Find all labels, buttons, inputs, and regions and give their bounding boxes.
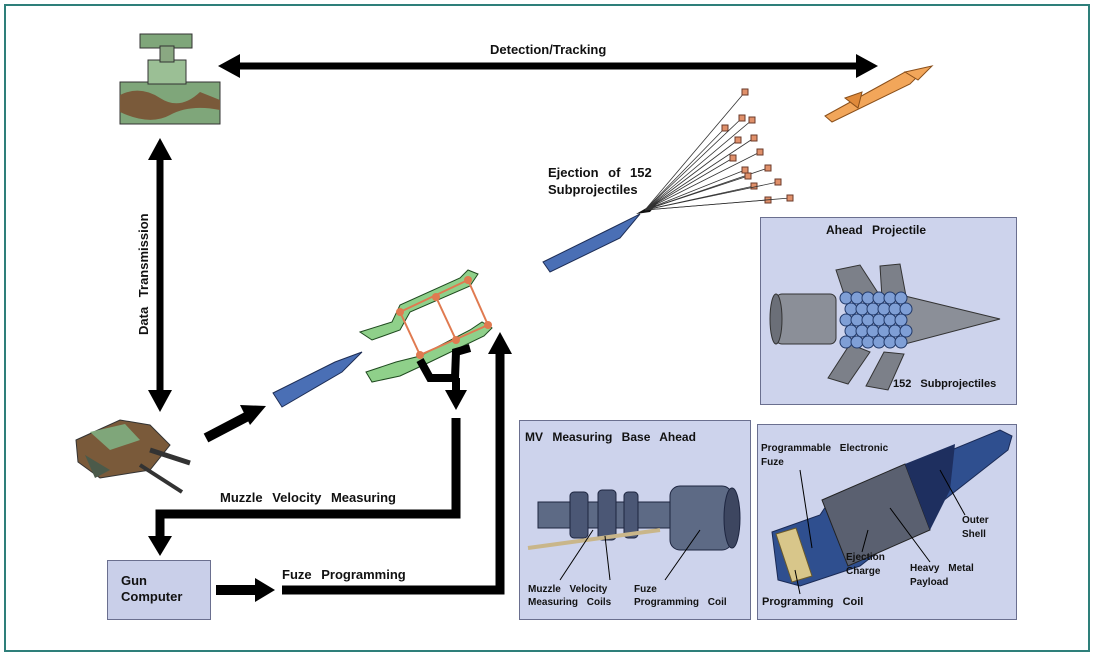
fan-line: [644, 127, 726, 211]
mv-measuring-title: MV Measuring Base Ahead: [525, 430, 696, 444]
cutaway-fuze-line2: Fuze: [761, 457, 784, 468]
ahead-projectile-title: Ahead Projectile: [826, 223, 927, 237]
subprojectile-ball: [899, 302, 913, 316]
subprojectile-marker: [756, 148, 764, 156]
detection-tracking-label: Detection/Tracking: [490, 42, 607, 57]
mv-fuze-coil-line2: Programming Coil: [634, 597, 727, 608]
muzzle-device-icon: [358, 269, 493, 383]
gun-computer-line1: Gun: [121, 573, 147, 588]
subprojectile-marker: [748, 116, 756, 124]
gun-turret-icon: [75, 419, 191, 494]
fuze-programming-path: [216, 332, 512, 602]
gun-computer-line2: Computer: [121, 589, 183, 604]
cutaway-shell-drawing: [771, 429, 1013, 595]
fan-line: [644, 137, 755, 211]
cutaway-panel: [757, 424, 1017, 620]
missile-icon: [824, 65, 934, 123]
subprojectile-marker: [750, 134, 758, 142]
cutaway-shell-line1: Outer: [962, 515, 989, 526]
mv-fuze-coil-line1: Fuze: [634, 584, 657, 595]
muzzle-velocity-label: Muzzle Velocity Measuring: [220, 490, 396, 505]
cutaway-ejection-line1: Ejection: [846, 552, 885, 563]
subprojectile-marker: [741, 88, 749, 96]
projectile-icon: [272, 351, 363, 408]
mv-coils-line2: Measuring Coils: [528, 597, 612, 608]
mv-measuring-panel: [519, 420, 751, 620]
subprojectile-marker: [741, 166, 749, 174]
subprojectile-marker: [764, 164, 772, 172]
muzzle-velocity-path: [148, 418, 461, 556]
fan-line: [644, 151, 761, 211]
data-transmission-label: Data Transmission: [136, 213, 151, 335]
gun-computer-box: Gun Computer: [107, 560, 211, 620]
fan-line: [644, 181, 779, 211]
diagram-frame: [4, 4, 1090, 652]
fan-line: [644, 117, 743, 211]
data-transmission-arrow: [148, 138, 172, 412]
fan-line: [644, 139, 739, 211]
ejection-label-line2: Subprojectiles: [548, 182, 638, 197]
fan-line: [644, 175, 749, 211]
detection-tracking-arrow: [218, 54, 878, 78]
subprojectile-ball: [894, 313, 908, 327]
fan-line: [644, 169, 746, 211]
subprojectile-ball: [894, 291, 908, 305]
cutaway-fuze-line1: Programmable Electronic: [761, 443, 889, 454]
mv-base-drawing: [527, 485, 741, 581]
subprojectile-marker: [734, 136, 742, 144]
subprojectile-ball: [899, 324, 913, 338]
cutaway-ejection-line2: Charge: [846, 566, 881, 577]
subprojectile-marker: [721, 124, 729, 132]
subprojectile-fan: [644, 88, 794, 211]
subprojectile-marker: [750, 182, 758, 190]
radar-icon: [119, 33, 221, 125]
cutaway-payload-line1: Heavy Metal: [910, 563, 974, 574]
cutaway-programming-coil: Programming Coil: [762, 596, 864, 608]
subprojectile-cluster: [839, 291, 913, 349]
mv-coils-line1: Muzzle Velocity: [528, 584, 608, 595]
cutaway-shell-line2: Shell: [962, 529, 986, 540]
cutaway-payload-line2: Payload: [910, 577, 949, 588]
subprojectile-marker: [729, 154, 737, 162]
subprojectile-ball: [894, 335, 908, 349]
fan-line: [644, 197, 791, 211]
subprojectile-marker: [786, 194, 794, 202]
subprojectile-marker: [774, 178, 782, 186]
ejection-label-line1: Ejection of 152: [548, 165, 652, 180]
fan-line: [644, 119, 753, 211]
subprojectile-marker: [738, 114, 746, 122]
subprojectile-marker: [744, 172, 752, 180]
fan-line: [644, 157, 734, 211]
subprojectiles-label: 152 Subprojectiles: [893, 378, 997, 390]
ahead-projectile-panel: [760, 217, 1017, 405]
subprojectile-fan-icon: [542, 200, 660, 273]
fuze-programming-label: Fuze Programming: [282, 567, 406, 582]
fan-line: [644, 91, 746, 211]
ahead-projectile-drawing: [769, 263, 1001, 391]
